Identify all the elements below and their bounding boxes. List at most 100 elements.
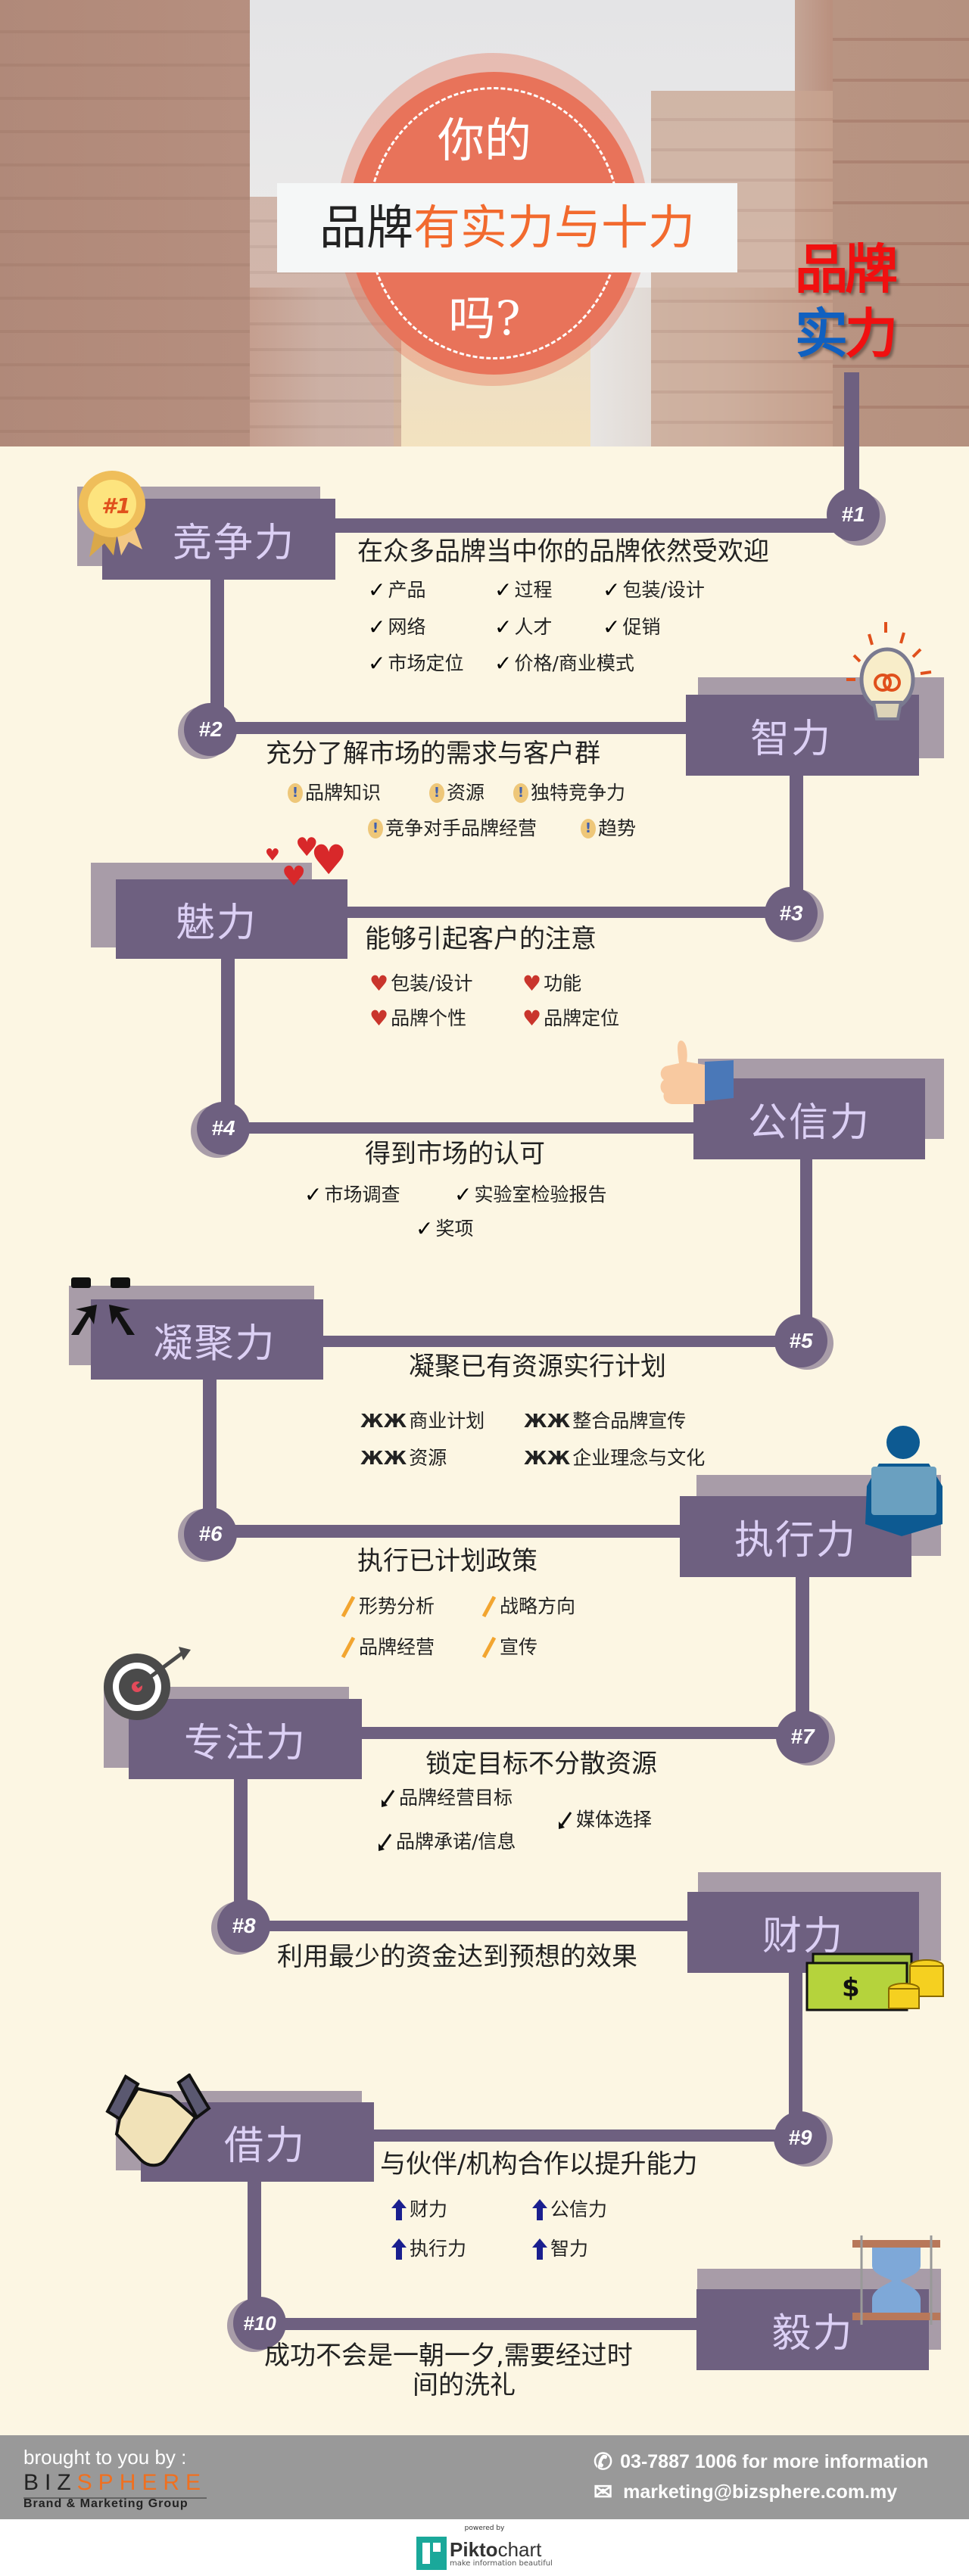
list-item: 媒体选择	[576, 1809, 653, 1831]
list-item: 品牌定位	[544, 1007, 620, 1029]
section-subtitle: 得到市场的认可	[365, 1139, 545, 1169]
check-icon: ✓	[494, 577, 513, 602]
section-title: 专注力	[129, 1699, 362, 1779]
step-marker-2: #2	[184, 703, 237, 756]
list-item: 财力	[410, 2198, 448, 2220]
exclamation-icon: !	[368, 819, 383, 838]
list-item: 市场定位	[388, 652, 464, 674]
section-subtitle-line-2: 间的洗礼	[413, 2370, 516, 2400]
heart-icon: ♥	[369, 971, 389, 996]
list-item: 人才	[514, 616, 553, 638]
step-marker-4: #4	[197, 1102, 250, 1155]
check-icon: ✓	[368, 614, 386, 639]
list-item: 功能	[544, 972, 582, 994]
check-icon: ✓	[304, 1182, 322, 1207]
badge-char-1: 实	[795, 303, 848, 365]
exclamation-icon: !	[513, 783, 528, 803]
brought-by-label: brought to you by :	[23, 2446, 187, 2469]
list-item: 趋势	[598, 817, 637, 839]
powered-by-label: powered by	[464, 2525, 505, 2532]
ribbon-icon: #1	[79, 471, 145, 557]
pikto-tagline: make information beautiful	[450, 2559, 553, 2568]
brand-tagline: Brand & Marketing Group	[23, 2497, 189, 2510]
arrow-icon	[379, 1834, 392, 1851]
pencil-icon	[481, 1595, 497, 1618]
step-marker-8: #8	[217, 1899, 270, 1952]
pencil-icon	[481, 1636, 497, 1659]
step-marker-5: #5	[774, 1314, 827, 1367]
thumbs-up-icon	[660, 1041, 734, 1104]
section-subtitle: 锁定目标不分散资源	[425, 1749, 657, 1779]
list-item: 过程	[514, 579, 553, 601]
up-arrow-icon	[391, 2199, 407, 2220]
hourglass-icon	[852, 2235, 940, 2325]
bizsphere-logo: BIZSPHERE	[23, 2470, 207, 2499]
list-item: 形势分析	[359, 1595, 435, 1617]
check-icon: ✓	[603, 614, 621, 639]
section-subtitle: 利用最少的资金达到预想的效果	[277, 1942, 637, 1972]
title-orange: 有实力与十力	[413, 200, 696, 255]
list-item: 品牌经营	[359, 1636, 435, 1658]
section-title: 魅力	[116, 879, 347, 959]
step-marker-10: #10	[233, 2297, 286, 2350]
check-icon: ✓	[603, 577, 621, 602]
money-icon: $	[805, 1952, 944, 2011]
svg-text:#1: #1	[101, 493, 131, 518]
list-item: 品牌经营目标	[399, 1787, 513, 1809]
section-title: 借力	[141, 2102, 374, 2182]
list-item: 实验室检验报告	[474, 1184, 607, 1206]
arrow-icon	[382, 1790, 395, 1807]
title-line-3: 吗?	[448, 291, 521, 346]
list-item: 价格/商业模式	[514, 652, 634, 674]
up-arrow-icon	[532, 2238, 547, 2260]
email-link[interactable]: marketing@bizsphere.com.my	[623, 2481, 898, 2503]
list-item: 资源	[447, 782, 485, 804]
heart-icon: ♥	[522, 971, 542, 996]
hero-banner: 你的 品牌有实力与十力 吗? 品牌 实力	[0, 0, 969, 449]
list-item: 包装/设计	[391, 972, 473, 994]
list-item: 整合品牌宣传	[572, 1410, 687, 1432]
section-subtitle: 在众多品牌当中你的品牌依然受欢迎	[357, 537, 769, 567]
list-item: 商业计划	[409, 1410, 485, 1432]
compress-icon: ЖЖ	[360, 1410, 407, 1432]
phone-icon: ✆	[594, 2450, 613, 2475]
piktochart-logo-icon	[416, 2537, 447, 2570]
list-item: 促销	[622, 616, 661, 638]
list-item: 独特竞争力	[531, 782, 626, 804]
section-subtitle: 能够引起客户的注意	[365, 924, 597, 954]
check-icon: ✓	[454, 1182, 472, 1207]
list-item: 资源	[409, 1447, 447, 1469]
list-item: 宣传	[500, 1636, 538, 1658]
exclamation-icon: !	[429, 783, 444, 803]
title-banner: 品牌有实力与十力	[277, 183, 737, 272]
title-black: 品牌	[319, 200, 413, 255]
check-icon: ✓	[494, 614, 513, 639]
logo-text-biz: BIZ	[23, 2470, 77, 2495]
list-item: 竞争对手品牌经营	[385, 817, 537, 839]
pikto-text-b: chart	[497, 2537, 542, 2561]
lightbulb-icon	[846, 622, 932, 720]
piktochart-logo[interactable]: Piktochart make information beautiful	[416, 2537, 553, 2570]
phone-number[interactable]: 03-7887 1006 for more information	[620, 2451, 929, 2472]
hearts-icon: ♥♥♥♥	[265, 832, 347, 892]
check-icon: ✓	[494, 651, 513, 676]
list-item: 品牌知识	[305, 782, 382, 804]
list-item: 执行力	[410, 2238, 467, 2260]
heart-icon: ♥	[522, 1006, 542, 1031]
compress-icon: ЖЖ	[524, 1447, 571, 1469]
section-title: 毅力	[696, 2289, 929, 2370]
section-subtitle-line-1: 成功不会是一朝一夕,需要经过时	[264, 2341, 633, 2371]
handshake-icon	[105, 2074, 211, 2167]
brand-badge-bottom: 实力	[795, 291, 898, 368]
step-marker-9: #9	[774, 2111, 827, 2164]
logo-text-sphere: SPHERE	[76, 2470, 207, 2495]
up-arrow-icon	[532, 2199, 547, 2220]
person-laptop-icon	[865, 1426, 943, 1536]
pencil-icon	[341, 1595, 356, 1618]
exclamation-icon: !	[288, 783, 303, 803]
list-item: 网络	[388, 616, 426, 638]
exclamation-icon: !	[581, 819, 596, 838]
up-arrow-icon	[391, 2238, 407, 2260]
title-line-1: 你的	[437, 113, 531, 168]
compress-icon: ЖЖ	[524, 1410, 571, 1432]
